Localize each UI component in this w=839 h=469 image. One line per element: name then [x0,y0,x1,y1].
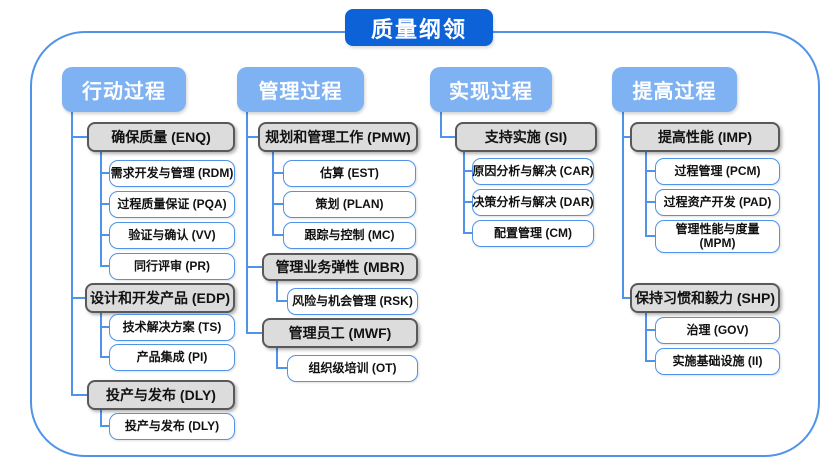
leaf-box-pad: 过程资产开发 (PAD) [655,189,780,216]
connector-line [71,297,85,299]
column-header-implementation-process: 实现过程 [430,67,552,112]
connector-line [71,112,73,396]
connector-line [645,360,655,362]
leaf-box-pr: 同行评审 (PR) [109,253,235,280]
connector-line [440,136,455,138]
group-box-edp: 设计和开发产品 (EDP) [85,283,235,313]
column-header-action-process: 行动过程 [62,67,186,112]
connector-line [272,172,283,174]
connector-line [100,425,109,427]
connector-line [100,172,109,174]
connector-line [440,112,442,138]
leaf-box-ot: 组织级培训 (OT) [287,355,418,382]
connector-line [645,152,647,237]
connector-line [276,348,278,369]
column-header-improvement-process: 提高过程 [612,67,737,112]
leaf-box-gov: 治理 (GOV) [655,317,780,344]
connector-line [463,152,465,234]
connector-line [71,394,87,396]
leaf-box-pcm: 过程管理 (PCM) [655,158,780,185]
leaf-box-rdm: 需求开发与管理 (RDM) [109,160,235,187]
connector-line [645,201,655,203]
leaf-box-rsk: 风险与机会管理 (RSK) [287,288,418,315]
connector-line [246,332,262,334]
leaf-box-dly: 投产与发布 (DLY) [109,413,235,440]
connector-line [100,313,102,358]
connector-line [100,234,109,236]
connector-line [272,152,274,236]
connector-line [463,170,472,172]
connector-line [272,203,283,205]
connector-line [276,367,287,369]
group-box-imp: 提高性能 (IMP) [630,122,780,152]
connector-line [645,313,647,362]
leaf-box-cm: 配置管理 (CM) [472,220,594,247]
connector-line [622,297,630,299]
group-box-enq: 确保质量 (ENQ) [87,122,235,152]
connector-line [100,356,109,358]
connector-line [246,112,248,334]
connector-line [71,136,87,138]
connector-line [276,300,287,302]
connector-line [622,136,630,138]
connector-line [645,235,655,237]
connector-line [272,234,283,236]
connector-line [645,170,655,172]
group-box-mbr: 管理业务弹性 (MBR) [262,253,418,281]
leaf-box-plan: 策划 (PLAN) [283,191,416,218]
connector-line [622,112,624,299]
group-box-pmw: 规划和管理工作 (PMW) [258,122,418,152]
group-box-shp: 保持习惯和毅力 (SHP) [630,283,780,313]
group-box-dly: 投产与发布 (DLY) [87,380,235,410]
group-box-si: 支持实施 (SI) [455,122,597,152]
connector-line [645,329,655,331]
connector-line [276,281,278,302]
connector-line [246,266,262,268]
leaf-box-est: 估算 (EST) [283,160,416,187]
leaf-box-vv: 验证与确认 (VV) [109,222,235,249]
diagram-title: 质量纲领 [345,9,493,46]
leaf-box-dar: 决策分析与解决 (DAR) [472,189,594,216]
leaf-box-mc: 跟踪与控制 (MC) [283,222,416,249]
column-header-management-process: 管理过程 [237,67,364,112]
leaf-box-pqa: 过程质量保证 (PQA) [109,191,235,218]
leaf-box-ii: 实施基础设施 (II) [655,348,780,375]
leaf-box-car: 原因分析与解决 (CAR) [472,158,594,185]
group-box-mwf: 管理员工 (MWF) [262,318,418,348]
connector-line [463,201,472,203]
leaf-box-ts: 技术解决方案 (TS) [109,314,235,341]
connector-line [100,410,102,426]
connector-line [100,326,109,328]
leaf-box-pi: 产品集成 (PI) [109,344,235,371]
leaf-box-mpm: 管理性能与度量 (MPM) [655,220,780,253]
connector-line [463,232,472,234]
connector-line [100,152,102,267]
connector-line [100,203,109,205]
connector-line [246,136,258,138]
connector-line [100,265,109,267]
